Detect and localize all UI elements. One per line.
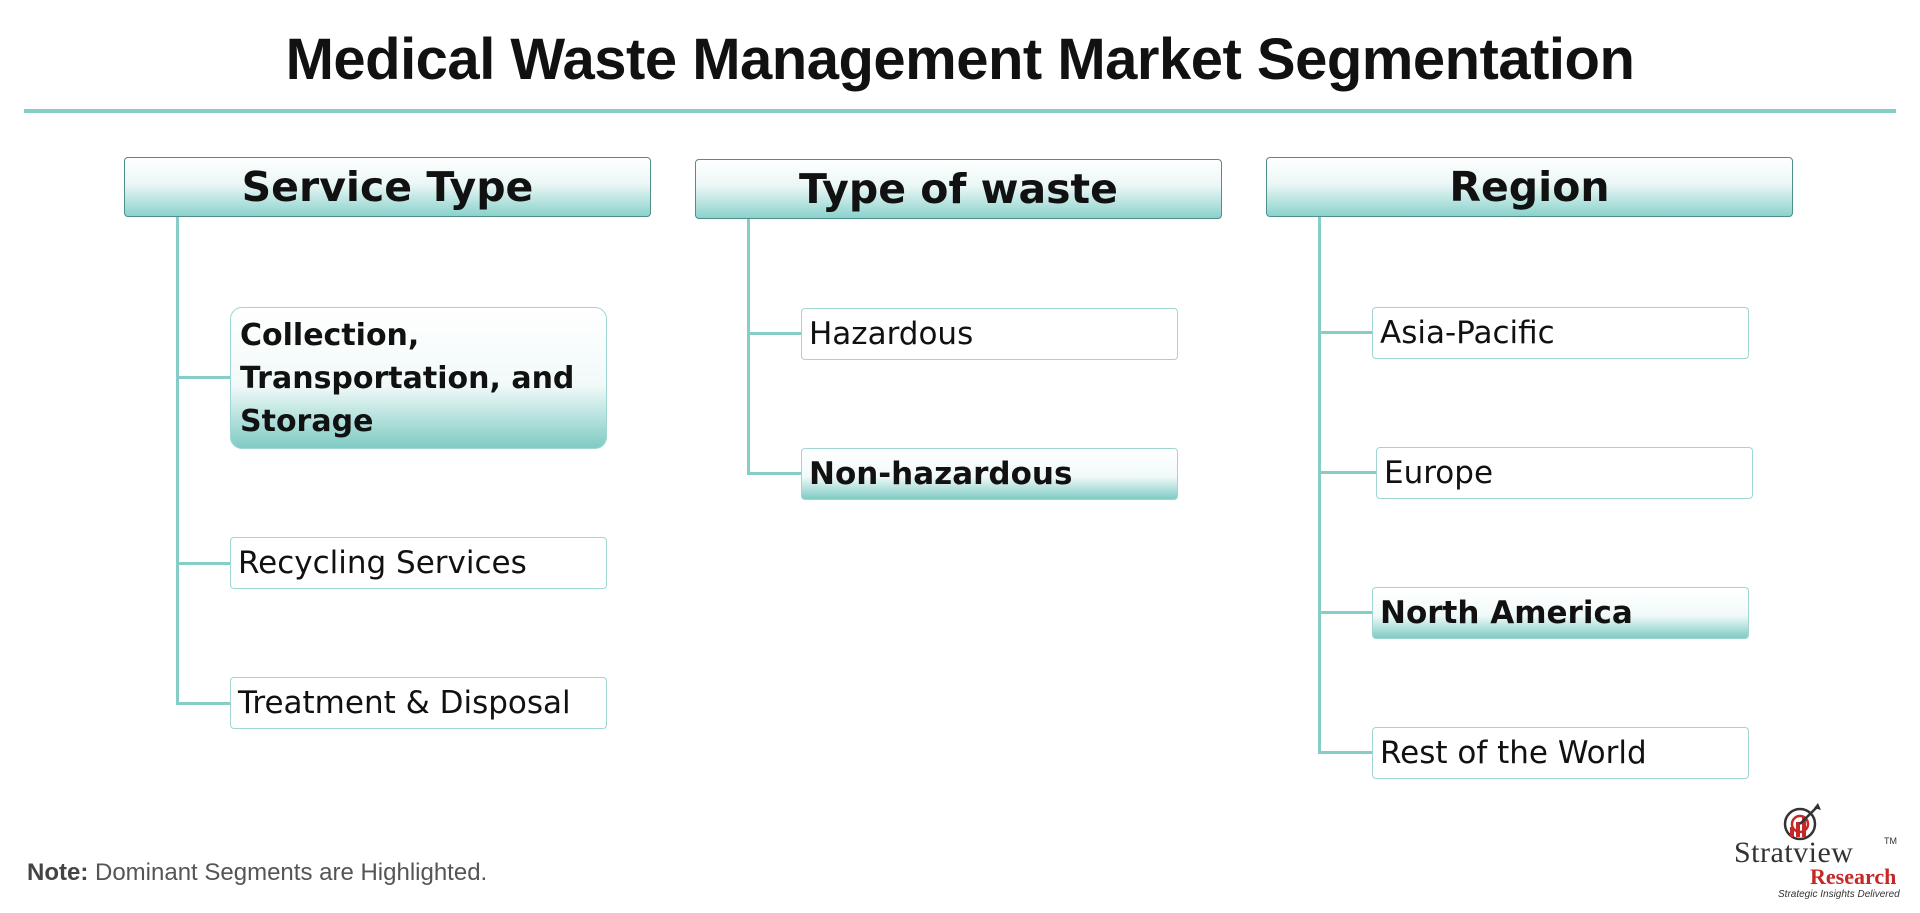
title-divider [24,109,1896,113]
column-header-service-type: Service Type [124,157,651,217]
tree-connector-vertical [1318,217,1321,754]
footnote-label: Note: [27,859,89,886]
column-header-type-of-waste: Type of waste [695,159,1222,219]
page-title: Medical Waste Management Market Segmenta… [285,27,1635,92]
tree-connector-branch [747,332,801,335]
segment-item-non-hazardous: Non-hazardous [801,448,1178,500]
stratview-logo: Stratview TM Research Strategic Insights… [1724,800,1914,905]
tree-connector-vertical [176,217,179,705]
segment-item-treatment-disposal: Treatment & Disposal [230,677,607,729]
tree-connector-branch [747,472,801,475]
target-growth-icon [1783,803,1821,841]
logo-wordmark-research: Research [1810,864,1897,889]
tree-connector-vertical [747,219,750,475]
tree-connector-branch [176,376,230,379]
tree-connector-branch [1318,751,1372,754]
segment-item-collection-transportation-storage: Collection, Transportation, and Storage [230,307,607,449]
tree-connector-branch [176,562,230,565]
logo-trademark: TM [1884,836,1897,846]
tree-connector-branch [1318,611,1372,614]
tree-connector-branch [1318,331,1372,334]
segment-item-recycling-services: Recycling Services [230,537,607,589]
segment-item-europe: Europe [1376,447,1753,499]
footnote-text: Dominant Segments are Highlighted. [95,859,488,886]
segment-item-north-america: North America [1372,587,1749,639]
column-header-region: Region [1266,157,1793,217]
footnote: Note: Dominant Segments are Highlighted. [27,859,487,887]
logo-tagline: Strategic Insights Delivered [1778,889,1900,900]
segment-item-hazardous: Hazardous [801,308,1178,360]
logo-wordmark-stratview: Stratview [1734,836,1854,869]
tree-connector-branch [1318,471,1376,474]
tree-connector-branch [176,702,230,705]
segment-item-rest-of-the-world: Rest of the World [1372,727,1749,779]
segment-item-asia-pacific: Asia-Pacific [1372,307,1749,359]
